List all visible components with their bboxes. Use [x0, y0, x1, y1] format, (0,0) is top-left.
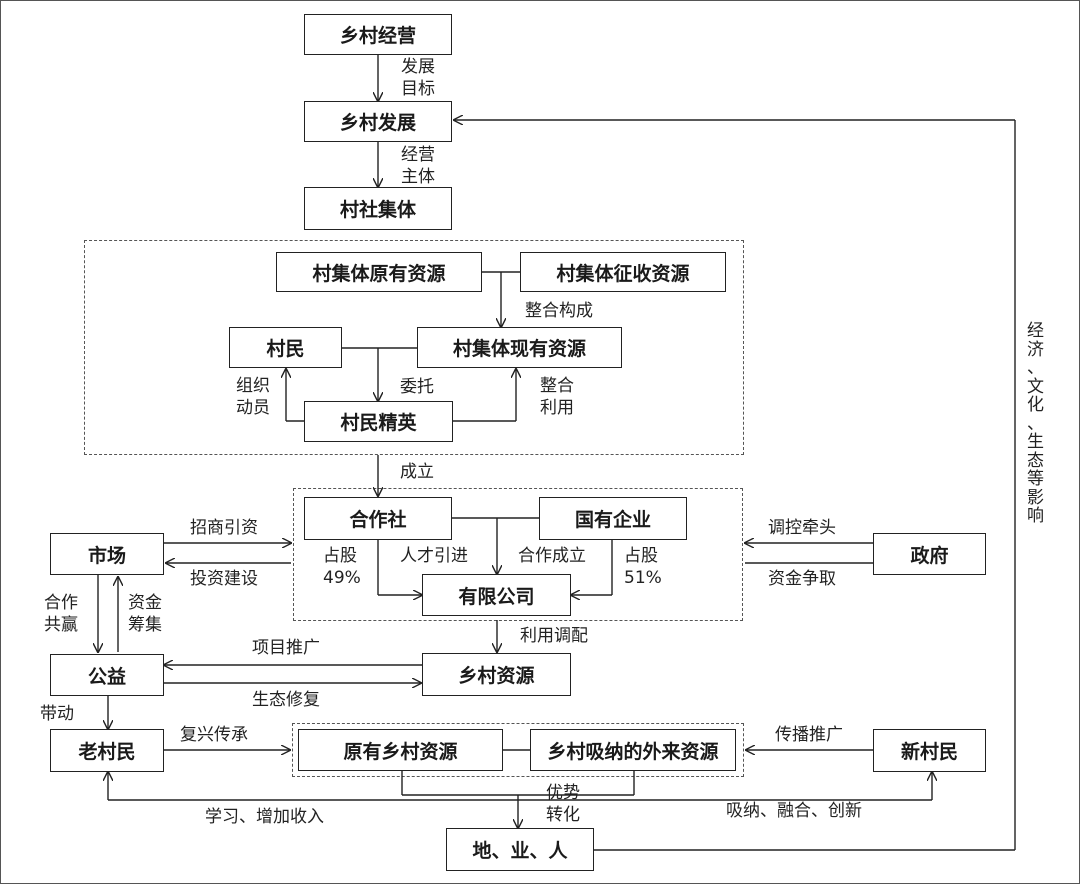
node-land-industry-people: 地、业、人: [446, 828, 594, 871]
label-fund-raise: 资金 筹集: [128, 593, 162, 635]
node-government: 政府: [873, 533, 986, 575]
node-cooperative: 合作社: [304, 497, 452, 540]
label-fund-seek: 资金争取: [768, 569, 836, 589]
node-original-rural-resources: 原有乡村资源: [298, 729, 503, 771]
node-village-collective: 村社集体: [304, 187, 452, 230]
label-development-goal: 发展 目标: [401, 57, 435, 99]
label-spread-promote: 传播推广: [775, 725, 843, 745]
label-advantage-transform: 优势 转化: [546, 783, 580, 825]
label-cooperate-win: 合作 共赢: [44, 593, 78, 635]
node-public-welfare: 公益: [50, 654, 164, 696]
node-village-elite: 村民精英: [304, 401, 453, 442]
label-talent-intro: 人才引进: [400, 546, 468, 566]
label-drive: 带动: [40, 704, 74, 724]
label-organize-mobilize: 组织 动员: [236, 376, 270, 418]
label-invest-build: 投资建设: [190, 569, 258, 589]
label-attract-investment: 招商引资: [190, 518, 258, 538]
label-entrust: 委托: [400, 377, 434, 397]
node-new-villagers: 新村民: [873, 729, 986, 772]
node-original-resources: 村集体原有资源: [276, 252, 482, 292]
label-establish: 成立: [400, 462, 434, 482]
label-absorb-integrate-innovate: 吸纳、融合、创新: [726, 801, 862, 821]
node-state-enterprise: 国有企业: [539, 497, 687, 540]
label-operating-subject: 经营 主体: [401, 145, 435, 187]
label-eco-restoration: 生态修复: [252, 690, 320, 710]
resource-pool-group: [292, 723, 744, 777]
node-market: 市场: [50, 533, 164, 575]
label-regulate-lead: 调控牵头: [768, 518, 836, 538]
node-limited-company: 有限公司: [422, 574, 571, 616]
label-share-49: 占股 49%: [323, 546, 361, 588]
label-integrate-form: 整合构成: [525, 301, 593, 321]
label-feedback-influence: 经 济 、 文 化 、 生 态 等 影 响: [1027, 321, 1044, 526]
node-rural-operation: 乡村经营: [304, 14, 452, 55]
node-current-resources: 村集体现有资源: [417, 327, 622, 368]
label-learn-income: 学习、增加收入: [205, 807, 324, 827]
node-rural-resources: 乡村资源: [422, 653, 571, 696]
label-project-promotion: 项目推广: [252, 638, 320, 658]
label-share-51: 占股 51%: [624, 546, 662, 588]
label-revive-inherit: 复兴传承: [180, 725, 248, 745]
label-utilize-allocate: 利用调配: [520, 626, 588, 646]
collective-resource-group: [84, 240, 744, 455]
company-group: [293, 488, 743, 621]
node-acquired-resources: 村集体征收资源: [520, 252, 726, 292]
node-absorbed-external-resources: 乡村吸纳的外来资源: [530, 729, 736, 771]
node-villagers: 村民: [229, 327, 342, 368]
label-integrate-use: 整合 利用: [540, 376, 574, 418]
label-cooperation-formed: 合作成立: [518, 546, 586, 566]
node-old-villagers: 老村民: [50, 729, 164, 772]
node-rural-development: 乡村发展: [304, 101, 452, 142]
